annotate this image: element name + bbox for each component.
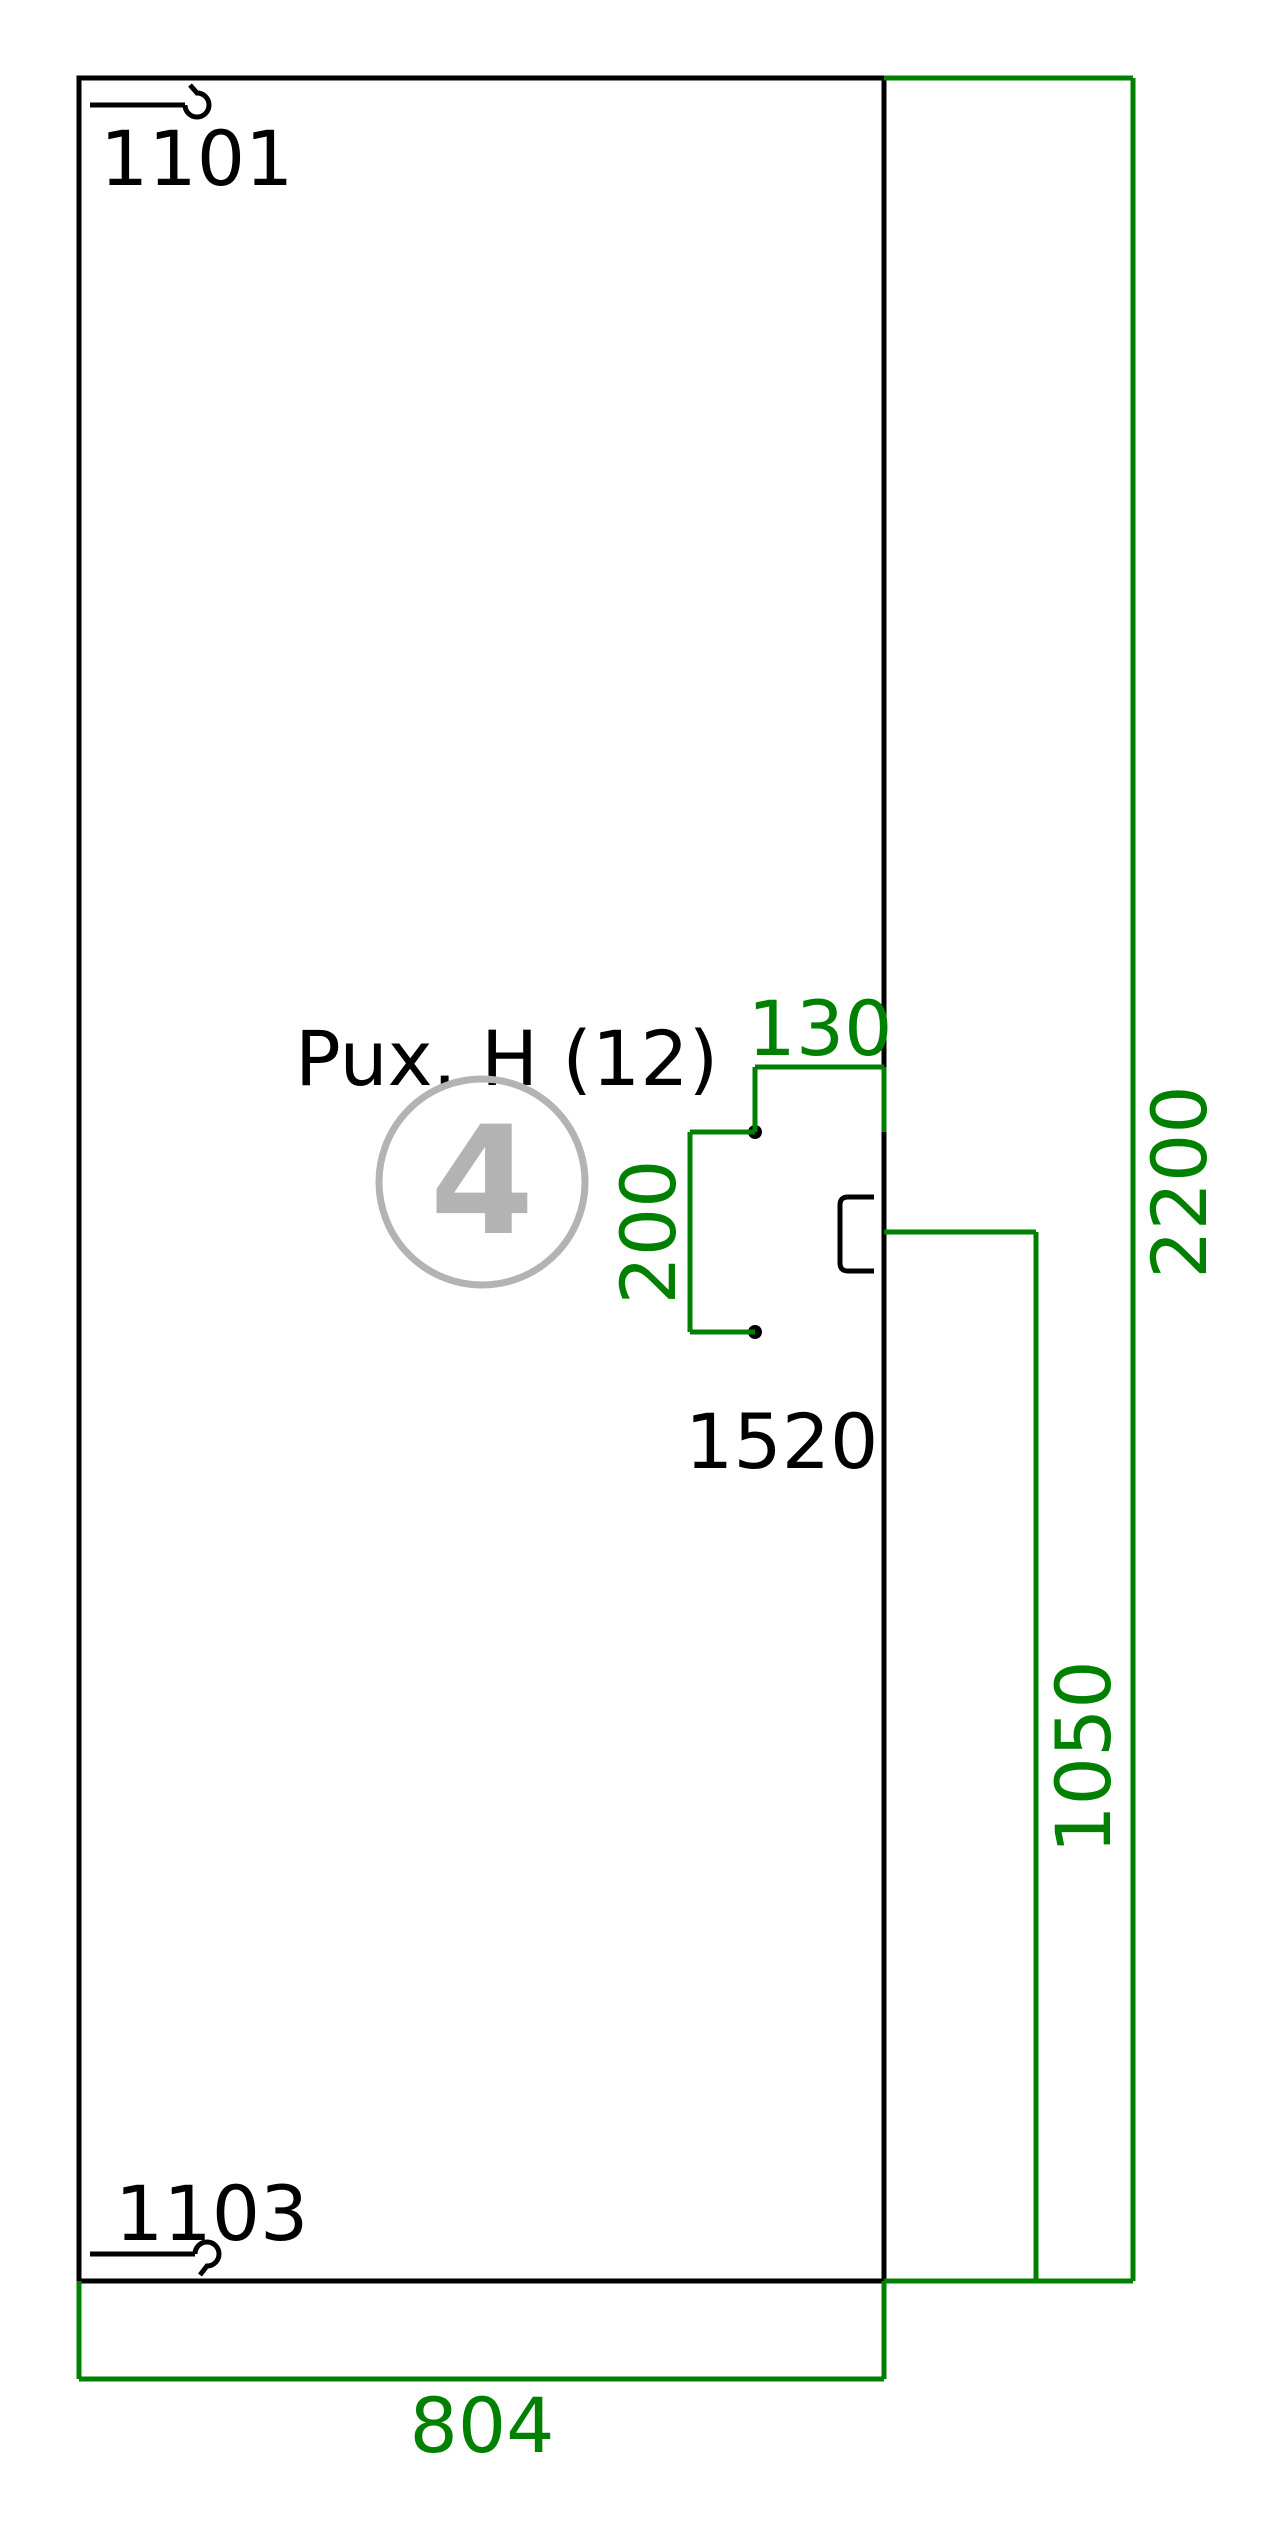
handle-part-label: 1520 — [685, 1397, 878, 1486]
dim-total-width-label: 804 — [409, 2381, 554, 2470]
dim-handle-offset-label: 130 — [747, 984, 892, 1073]
position-badge: 4 — [375, 1075, 589, 1289]
handle-label: Pux. H (12) — [295, 1014, 718, 1103]
dim-handle-height — [884, 1229, 1039, 2284]
dim-handle-spacing-label: 200 — [604, 1159, 693, 1304]
dim-total-width — [76, 2281, 887, 2382]
door-panel-outline — [76, 75, 887, 2284]
hinge-top-label: 1101 — [100, 114, 293, 203]
hinge-top-icon — [90, 83, 212, 120]
hinge-bottom-label: 1103 — [115, 2169, 308, 2258]
hinge-bottom-icon — [90, 2239, 222, 2277]
handle-bracket-icon — [837, 1194, 874, 1274]
dim-handle-spacing — [687, 1129, 755, 1335]
dim-total-height-label: 2200 — [1135, 1085, 1224, 1278]
badge-circle — [375, 1075, 589, 1289]
dim-handle-height-label: 1050 — [1039, 1660, 1128, 1853]
dim-total-height — [884, 75, 1136, 2284]
dim-handle-offset — [752, 1064, 887, 1132]
badge-number: 4 — [430, 1095, 534, 1269]
